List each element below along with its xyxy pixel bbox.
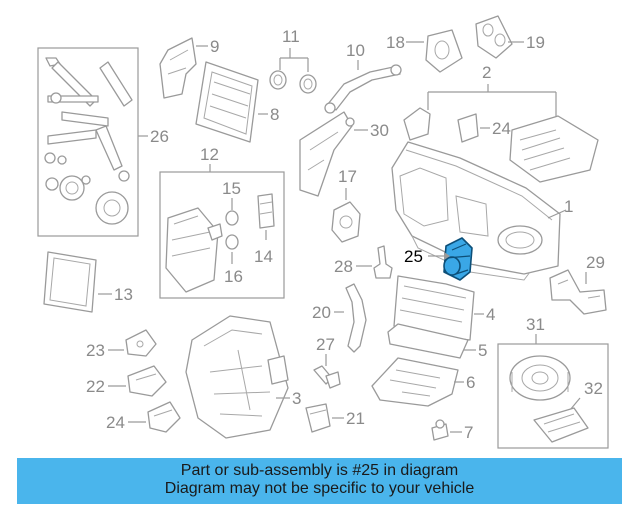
callout-25: 25: [404, 247, 423, 266]
part-12-heater-core[interactable]: [165, 207, 223, 293]
part-30-bracket[interactable]: [299, 111, 355, 197]
callout-16: 16: [224, 267, 243, 286]
callout-2: 2: [482, 63, 491, 82]
part-6-tray[interactable]: [371, 357, 459, 407]
info-banner: Part or sub-assembly is #25 in diagram D…: [17, 458, 622, 504]
callout-26: 26: [150, 127, 169, 146]
callout-11: 11: [282, 27, 300, 46]
part-13-cabin-filter[interactable]: [43, 251, 97, 313]
callout-1: 1: [564, 197, 573, 216]
callout-8: 8: [270, 105, 279, 124]
callout-5: 5: [478, 341, 487, 360]
part-25-highlighted[interactable]: [443, 237, 473, 281]
callout-30: 30: [370, 121, 389, 140]
part-4-filter[interactable]: [393, 275, 475, 341]
part-3-lower-housing[interactable]: [185, 315, 289, 439]
part-18-seal[interactable]: [425, 29, 463, 73]
part-5-plate[interactable]: [387, 323, 469, 359]
callout-23: 23: [86, 341, 105, 360]
callout-22: 22: [86, 377, 105, 396]
callout-20: 20: [312, 303, 331, 322]
callout-7: 7: [464, 423, 473, 442]
callout-21: 21: [346, 409, 365, 428]
part-11-o-rings[interactable]: [269, 70, 317, 94]
part-24-clip-lower[interactable]: [147, 401, 181, 433]
part-22-clip[interactable]: [127, 365, 167, 397]
callout-32: 32: [584, 379, 603, 398]
part-28-sensor[interactable]: [373, 245, 393, 279]
callout-10: 10: [346, 41, 365, 60]
banner-line-1: Part or sub-assembly is #25 in diagram: [180, 462, 459, 479]
callout-15: 15: [222, 179, 241, 198]
callout-6: 6: [466, 373, 475, 392]
part-8-evaporator-core[interactable]: [195, 61, 259, 143]
part-10-pipe[interactable]: [324, 64, 402, 114]
part-14-expansion-valve[interactable]: [257, 193, 275, 229]
part-26-bracket-set[interactable]: [37, 47, 139, 237]
callout-13: 13: [114, 285, 133, 304]
callout-14: 14: [254, 247, 273, 266]
callout-28: 28: [334, 257, 353, 276]
part-20-drain-tube[interactable]: [345, 283, 367, 353]
callout-19: 19: [526, 33, 545, 52]
part-9-bracket[interactable]: [159, 37, 197, 99]
callout-12: 12: [200, 145, 219, 164]
part-19-seal[interactable]: [475, 15, 513, 59]
callout-27: 27: [316, 335, 335, 354]
part-31-blower-motor[interactable]: [509, 355, 571, 401]
part-15-o-ring[interactable]: [225, 210, 239, 226]
callout-18: 18: [386, 33, 405, 52]
part-29-bracket[interactable]: [549, 269, 607, 315]
part-21-module[interactable]: [305, 403, 331, 433]
part-27-sensor[interactable]: [313, 365, 341, 389]
part-23-clip[interactable]: [125, 329, 157, 357]
callout-9: 9: [210, 37, 219, 56]
callout-3: 3: [292, 389, 301, 408]
part-17-actuator[interactable]: [331, 201, 361, 243]
part-16-o-ring[interactable]: [225, 234, 239, 250]
callout-31: 31: [526, 315, 545, 334]
part-2-housing-parts[interactable]: [403, 107, 599, 183]
part-7-fastener[interactable]: [431, 419, 449, 441]
part-24-clip-upper[interactable]: [457, 113, 479, 143]
banner-line-2: Diagram may not be specific to your vehi…: [164, 480, 475, 497]
callout-24-lower: 24: [106, 413, 125, 432]
callout-17: 17: [338, 167, 357, 186]
callout-4: 4: [486, 305, 495, 324]
part-32-resistor[interactable]: [533, 407, 589, 443]
callout-24-upper: 24: [492, 119, 511, 138]
part-1-hvac-housing[interactable]: [391, 141, 561, 281]
callout-29: 29: [586, 253, 605, 272]
